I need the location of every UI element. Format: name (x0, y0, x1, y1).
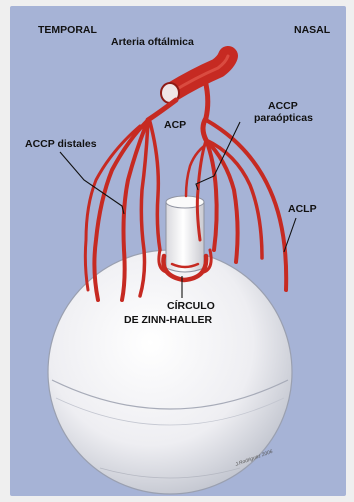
label-accp-distal: ACCP distales (25, 138, 97, 150)
label-circle-1: CÍRCULO (167, 299, 215, 312)
label-accp-paraoptic-2: paraópticas (254, 112, 313, 124)
label-ophthalmic-artery: Arteria oftálmica (111, 36, 194, 48)
label-temporal: TEMPORAL (38, 24, 98, 36)
label-aclp: ACLP (288, 203, 317, 215)
label-acp: ACP (164, 119, 186, 131)
label-accp-paraoptic-1: ACCP (268, 100, 298, 112)
label-nasal: NASAL (294, 24, 331, 36)
label-circle-2: DE ZINN-HALLER (124, 314, 212, 326)
